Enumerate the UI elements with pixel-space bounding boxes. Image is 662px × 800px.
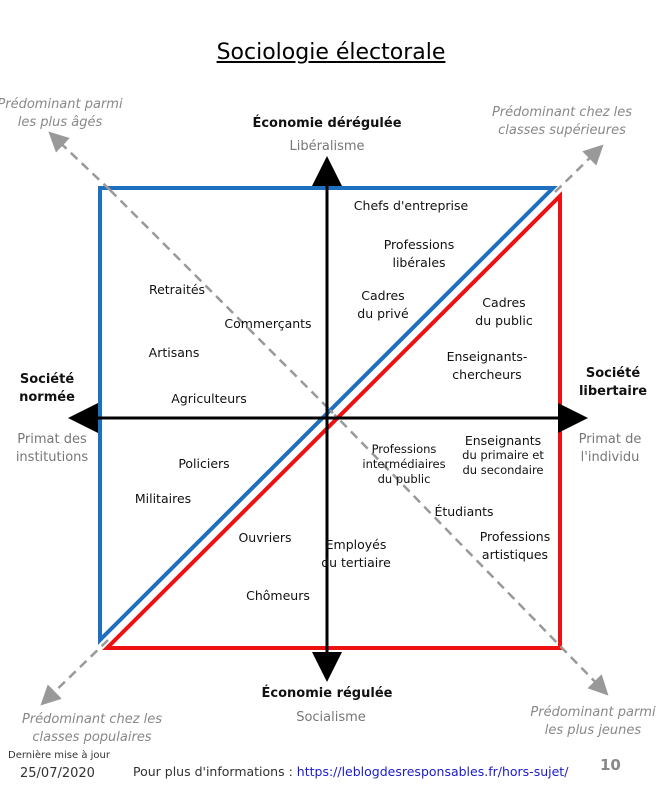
footer-info: Pour plus d'informations : https://leblo… — [133, 764, 569, 779]
group-etudiants: Étudiants — [434, 504, 494, 519]
last-update-label: Dernière mise à jour — [8, 750, 110, 761]
page-title: Sociologie électorale — [216, 40, 446, 65]
group-ouvriers: Ouvriers — [238, 530, 292, 545]
group-chefs: Chefs d'entreprise — [353, 198, 469, 213]
axis-top-sub: Libéralisme — [289, 139, 365, 154]
axis-top-title: Économie dérégulée — [252, 116, 402, 131]
page-number: 10 — [600, 756, 621, 774]
age-diagonal — [109, 189, 331, 411]
axis-bottom-title: Économie régulée — [261, 686, 393, 701]
footer-link[interactable]: https://leblogdesresponsables.fr/hors-su… — [296, 764, 569, 779]
class-diagonal — [40, 639, 109, 706]
last-update-date: 25/07/2020 — [20, 766, 95, 781]
axis-bottom-sub: Socialisme — [296, 710, 366, 725]
group-policiers: Policiers — [178, 456, 230, 471]
group-chomeurs: Chômeurs — [246, 588, 310, 603]
group-enseignants-chercheurs: Enseignants-chercheurs — [446, 349, 528, 382]
group-militaires: Militaires — [134, 491, 192, 506]
red-region — [102, 191, 562, 650]
group-commercants: Commerçants — [224, 316, 312, 331]
group-agriculteurs: Agriculteurs — [171, 391, 247, 406]
group-retraites: Retraités — [148, 282, 206, 297]
group-artisans: Artisans — [148, 345, 200, 360]
